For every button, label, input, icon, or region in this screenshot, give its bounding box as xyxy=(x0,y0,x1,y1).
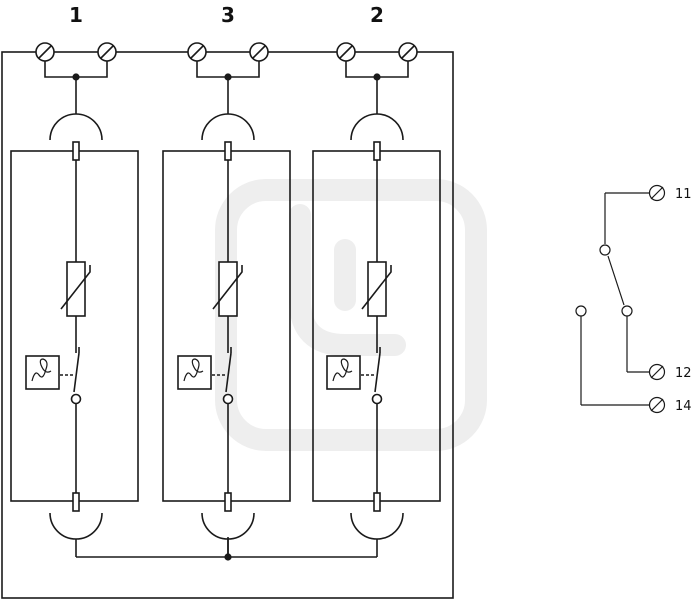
thermal-disconnector-icon xyxy=(326,355,361,390)
fork-contact-icon xyxy=(599,244,611,256)
plug-pin-bottom xyxy=(72,492,80,512)
thermal-disconnector-icon xyxy=(25,355,60,390)
nc-contact-point xyxy=(621,305,633,317)
terminal-14-icon xyxy=(648,396,666,414)
phase-label-1: 1 xyxy=(69,3,83,27)
pe-bus xyxy=(76,537,377,561)
plug-pin-top xyxy=(224,141,232,161)
watermark-logo xyxy=(215,179,487,451)
protection-modules xyxy=(10,42,441,557)
plug-socket-top xyxy=(350,113,404,141)
plug-socket-bottom xyxy=(350,512,404,540)
plug-socket-bottom xyxy=(201,512,255,540)
plug-in-module-box xyxy=(10,150,139,502)
switch-blade xyxy=(607,255,625,306)
plug-socket-top xyxy=(201,113,255,141)
terminal-12-icon xyxy=(648,363,666,381)
varistor-icon xyxy=(60,261,91,317)
screw-terminal-icon xyxy=(249,42,269,62)
plug-pin-top xyxy=(373,141,381,161)
contact-label-12: 12 xyxy=(675,366,692,381)
phase-label-3: 3 xyxy=(221,3,235,27)
plug-socket-bottom xyxy=(49,512,103,540)
contact-label-11: 11 xyxy=(675,187,692,202)
plug-pin-bottom xyxy=(373,492,381,512)
screw-terminal-icon xyxy=(398,42,418,62)
varistor-icon xyxy=(361,261,392,317)
phase-label-2: 2 xyxy=(370,3,384,27)
housing-outline xyxy=(1,51,454,599)
no-contact-point xyxy=(575,305,587,317)
screw-terminal-icon xyxy=(35,42,55,62)
terminal-11-icon xyxy=(648,184,666,202)
module-phase-2 xyxy=(312,42,441,557)
plug-socket-top xyxy=(49,113,103,141)
thermal-disconnector-switch xyxy=(60,347,82,405)
module-phase-3 xyxy=(162,42,291,557)
plug-pin-bottom xyxy=(224,492,232,512)
thermal-disconnector-icon xyxy=(177,355,212,390)
screw-terminal-icon xyxy=(187,42,207,62)
screw-terminal-icon xyxy=(336,42,356,62)
screw-terminal-icon xyxy=(97,42,117,62)
remote-signal-contact: 11 12 14 xyxy=(575,184,692,414)
contact-label-14: 14 xyxy=(675,399,692,414)
plug-pin-top xyxy=(72,141,80,161)
thermal-disconnector-switch xyxy=(361,347,383,405)
thermal-disconnector-switch xyxy=(212,347,234,405)
module-phase-1 xyxy=(10,42,139,557)
